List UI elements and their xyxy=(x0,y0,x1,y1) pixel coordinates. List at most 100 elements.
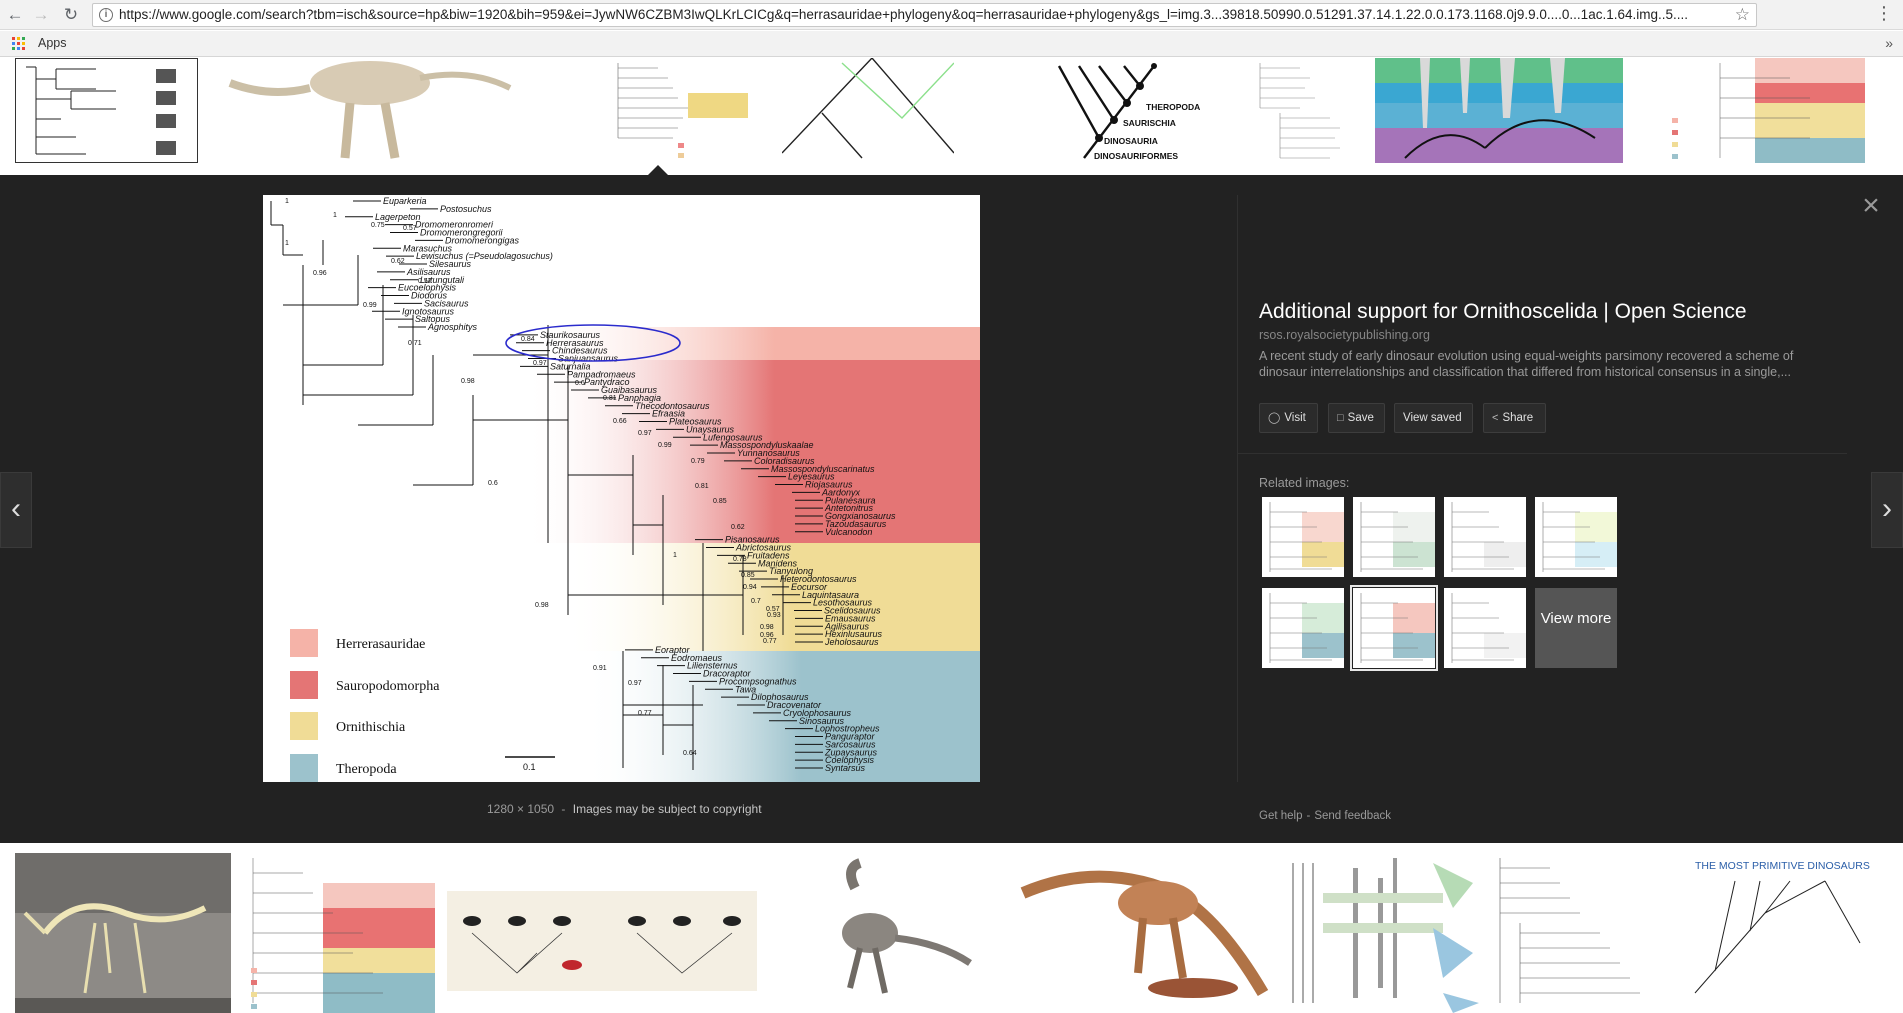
send-feedback-link[interactable]: Send feedback xyxy=(1314,810,1392,822)
taxon-label: Euparkeria xyxy=(383,196,427,206)
image-thumbnail[interactable] xyxy=(800,853,978,1013)
forward-arrow-icon[interactable]: → xyxy=(32,5,50,24)
image-thumbnail[interactable] xyxy=(15,58,198,163)
image-thumbnail[interactable] xyxy=(15,853,231,1013)
taxon-label: Leyesaurus xyxy=(788,472,835,482)
support-value: 0.62 xyxy=(391,258,405,265)
reload-icon[interactable]: ↻ xyxy=(63,5,79,24)
taxon-label: Fruitadens xyxy=(747,550,790,560)
taxon-label: Marasuchus xyxy=(403,243,453,253)
taxon-label: Pampadromaeus xyxy=(567,369,636,379)
taxon-label: Lophostropheus xyxy=(815,724,880,734)
taxon-label: Lufengosaurus xyxy=(703,432,763,442)
support-value: 0.78 xyxy=(733,556,747,563)
image-thumbnail[interactable] xyxy=(1375,58,1623,163)
address-bar[interactable]: i https://www.google.com/search?tbm=isch… xyxy=(92,3,1757,27)
image-thumbnail[interactable] xyxy=(1660,58,1865,163)
image-thumbnail[interactable] xyxy=(1003,853,1273,1013)
support-value: 0.79 xyxy=(691,458,705,465)
image-thumbnail[interactable]: THEROPODA SAURISCHIA DINOSAURIA DINOSAUR… xyxy=(1004,58,1224,163)
related-image-thumbnail[interactable] xyxy=(1262,497,1344,577)
copyright-note: Images may be subject to copyright xyxy=(572,802,762,816)
related-image-thumbnail[interactable] xyxy=(1444,588,1526,668)
taxon-label: Guaibasaurus xyxy=(601,385,658,395)
support-value: 0.77 xyxy=(763,638,777,645)
view-more-button[interactable]: View more xyxy=(1535,588,1617,668)
taxon-label: Cryolophosaurus xyxy=(783,708,852,718)
back-arrow-icon[interactable]: ← xyxy=(6,5,24,24)
image-title[interactable]: Additional support for Ornithoscelida | … xyxy=(1259,300,1747,323)
image-thumbnail[interactable] xyxy=(1240,58,1358,163)
view-saved-label: View saved xyxy=(1403,412,1462,424)
visit-button[interactable]: ◯Visit xyxy=(1259,403,1318,433)
bookmarks-overflow-icon[interactable]: » xyxy=(1885,35,1893,51)
previous-image-button[interactable]: ‹ xyxy=(0,472,32,548)
support-value: 0.57 xyxy=(418,278,432,285)
image-thumbnail[interactable]: THE MOST PRIMITIVE DINOSAURS xyxy=(1675,853,1875,1013)
support-value: 0.85 xyxy=(713,498,727,505)
taxon-label: Gongxianosaurus xyxy=(825,511,896,521)
support-value: 1 xyxy=(333,212,337,219)
image-thumbnail[interactable] xyxy=(210,58,550,163)
image-thumbnail[interactable] xyxy=(1283,853,1479,1013)
taxon-label: Sanjuansaurus xyxy=(558,354,619,364)
taxon-label: Dilophosaurus xyxy=(751,692,809,702)
image-results-row-bottom: THE MOST PRIMITIVE DINOSAURS xyxy=(0,843,1903,1013)
close-icon[interactable]: × xyxy=(1862,189,1880,222)
support-value: 0.64 xyxy=(683,750,697,757)
globe-icon: ◯ xyxy=(1268,412,1281,424)
image-results-row-top: THEROPODA SAURISCHIA DINOSAURIA DINOSAUR… xyxy=(0,58,1903,175)
image-thumbnail[interactable] xyxy=(578,58,758,163)
taxon-label: Manidens xyxy=(758,558,798,568)
taxon-label: Heterodontosaurus xyxy=(780,574,857,584)
apps-grid-icon[interactable] xyxy=(12,37,25,50)
taxon-label: Coloradisaurus xyxy=(754,456,815,466)
image-thumbnail[interactable] xyxy=(1490,853,1655,1013)
get-help-link[interactable]: Get help xyxy=(1259,810,1303,822)
clade-label: DINOSAURIA xyxy=(1104,136,1158,146)
taxon-label: Zupaysaurus xyxy=(824,747,878,757)
bookmark-star-icon[interactable]: ☆ xyxy=(1734,5,1750,24)
taxon-label: Chindesaurus xyxy=(552,346,608,356)
related-image-thumbnail[interactable] xyxy=(1350,585,1438,671)
taxon-label: Liliensternus xyxy=(687,661,738,671)
taxon-label: Pisanosaurus xyxy=(725,535,780,545)
section-divider xyxy=(1237,453,1847,454)
share-button[interactable]: <Share xyxy=(1483,403,1546,433)
image-source-domain[interactable]: rsos.royalsocietypublishing.org xyxy=(1259,328,1430,342)
next-image-button[interactable]: › xyxy=(1871,472,1903,548)
save-button[interactable]: □Save xyxy=(1328,403,1385,433)
support-value: 0.98 xyxy=(535,602,549,609)
taxon-label: Plateosaurus xyxy=(669,417,722,427)
support-value: 0.91 xyxy=(593,665,607,672)
taxon-label: Yunnanosaurus xyxy=(737,448,800,458)
taxon-label: Tianyulong xyxy=(769,566,813,576)
url-text[interactable]: https://www.google.com/search?tbm=isch&s… xyxy=(119,7,1688,22)
legend-label: Ornithischia xyxy=(336,720,406,735)
support-value: 0.71 xyxy=(408,340,422,347)
support-value: 0.97 xyxy=(638,430,652,437)
image-thumbnail[interactable] xyxy=(782,58,954,163)
image-thumbnail[interactable] xyxy=(447,853,757,1013)
info-icon[interactable]: i xyxy=(99,8,113,22)
clade-label: THEROPODA xyxy=(1146,102,1200,112)
support-value: 0.98 xyxy=(760,624,774,631)
view-more-label: View more xyxy=(1540,610,1612,627)
taxon-label: Eocursor xyxy=(791,582,828,592)
browser-menu-icon[interactable]: ⋮ xyxy=(1875,3,1893,23)
taxon-label: Sinosaurus xyxy=(799,716,845,726)
related-image-thumbnail[interactable] xyxy=(1535,497,1617,577)
view-saved-button[interactable]: View saved xyxy=(1394,403,1473,433)
support-value: 0.81 xyxy=(603,395,617,402)
related-image-thumbnail[interactable] xyxy=(1444,497,1526,577)
legend-label: Theropoda xyxy=(336,762,397,777)
apps-bookmark[interactable]: Apps xyxy=(38,36,67,50)
related-image-thumbnail[interactable] xyxy=(1262,588,1344,668)
image-thumbnail[interactable] xyxy=(243,853,435,1013)
related-image-thumbnail[interactable] xyxy=(1353,497,1435,577)
chevron-left-icon: ‹ xyxy=(11,492,21,525)
taxon-label: Lutungutali xyxy=(420,275,465,285)
related-images-label: Related images: xyxy=(1259,476,1350,490)
support-value: 0.96 xyxy=(313,270,327,277)
